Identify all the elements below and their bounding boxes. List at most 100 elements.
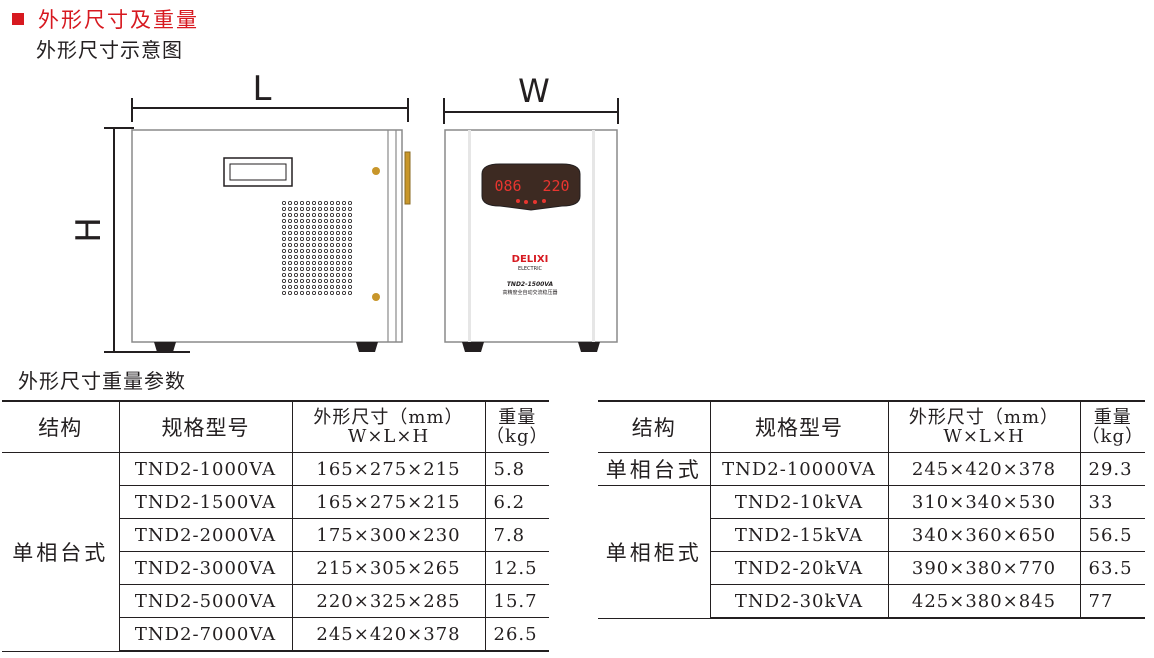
vent-hole [299, 212, 304, 217]
vent-hole [323, 212, 328, 217]
spec-table-left: 结构 规格型号 外形尺寸（mm） W×L×H 重量 （kg） 单相台式 TND2… [2, 400, 549, 652]
diagram-title: 外形尺寸示意图 [36, 38, 183, 62]
vent-hole [287, 260, 292, 265]
header-dimensions: 外形尺寸（mm） W×L×H [291, 400, 486, 453]
vent-hole [311, 230, 316, 235]
dims-cell: 245×420×378 [291, 617, 486, 652]
vent-hole [293, 236, 298, 241]
vent-hole [281, 254, 286, 259]
structure-cell: 单相柜式 [598, 485, 711, 619]
vent-hole [305, 248, 310, 253]
vent-hole [341, 200, 346, 205]
header-weight: 重量 （kg） [484, 400, 549, 453]
vent-hole [311, 224, 316, 229]
vent-hole [335, 218, 340, 223]
header-structure: 结构 [598, 400, 711, 453]
vent-hole [323, 224, 328, 229]
vent-hole [329, 230, 334, 235]
vent-hole [341, 218, 346, 223]
vent-hole [317, 242, 322, 247]
model-cell: TND2-3000VA [119, 551, 293, 585]
vent-hole [311, 236, 316, 241]
vent-hole [311, 284, 316, 289]
vent-hole [347, 272, 352, 277]
vent-hole [281, 290, 286, 295]
vent-hole [311, 200, 316, 205]
weight-cell: 33 [1079, 485, 1145, 519]
vent-hole [299, 230, 304, 235]
vent-hole [323, 260, 328, 265]
vent-hole [299, 236, 304, 241]
vent-hole [293, 224, 298, 229]
vent-hole [299, 290, 304, 295]
vent-hole [305, 290, 310, 295]
vent-hole [287, 266, 292, 271]
header-structure: 结构 [2, 400, 120, 453]
vent-hole [293, 242, 298, 247]
vent-hole [299, 200, 304, 205]
vent-hole [305, 200, 310, 205]
vent-hole [317, 278, 322, 283]
vent-hole [317, 290, 322, 295]
vent-hole [281, 242, 286, 247]
section-title-text: 外形尺寸及重量 [38, 8, 199, 32]
dims-cell: 175×300×230 [291, 518, 486, 552]
indicator-icon [516, 199, 520, 203]
brand-logo: DELIXI [512, 254, 549, 265]
side-view [131, 129, 411, 352]
foot [356, 342, 378, 352]
vent-hole [317, 200, 322, 205]
vent-hole [341, 272, 346, 277]
vent-hole [299, 218, 304, 223]
dims-cell: 165×275×215 [291, 485, 486, 519]
vent-hole [287, 254, 292, 259]
vent-hole [287, 224, 292, 229]
vent-hole [299, 242, 304, 247]
vent-hole [341, 254, 346, 259]
vent-hole [335, 206, 340, 211]
vent-hole [287, 206, 292, 211]
vent-hole [293, 218, 298, 223]
vent-hole [335, 230, 340, 235]
table-row: 单相台式 TND2-10000VA 245×420×378 29.3 [598, 452, 1145, 486]
dims-cell: 220×325×285 [291, 584, 486, 618]
vent-hole [347, 248, 352, 253]
vent-hole [323, 230, 328, 235]
vent-hole [323, 242, 328, 247]
table-header-row: 结构 规格型号 外形尺寸（mm） W×L×H 重量 （kg） [598, 400, 1145, 453]
vent-hole [329, 260, 334, 265]
vent-hole [317, 206, 322, 211]
model-cell: TND2-30kVA [710, 584, 889, 619]
vent-hole [323, 284, 328, 289]
vent-hole [341, 224, 346, 229]
weight-cell: 5.8 [484, 452, 549, 486]
foot [154, 342, 176, 352]
vent-hole [299, 206, 304, 211]
dims-cell: 340×360×650 [887, 518, 1081, 552]
display-left-value: 086 [494, 177, 521, 195]
table-row: 单相台式 TND2-1000VA 165×275×215 5.8 [2, 452, 549, 652]
vent-grille [281, 200, 352, 295]
vent-hole [335, 266, 340, 271]
vent-hole [347, 278, 352, 283]
model-cell: TND2-1500VA [119, 485, 293, 519]
vent-hole [329, 248, 334, 253]
vent-hole [293, 254, 298, 259]
vent-hole [305, 266, 310, 271]
vent-hole [323, 266, 328, 271]
vent-hole [347, 230, 352, 235]
vent-hole [335, 224, 340, 229]
model-cell: TND2-5000VA [119, 584, 293, 618]
vent-hole [347, 224, 352, 229]
vent-hole [281, 266, 286, 271]
vent-hole [317, 230, 322, 235]
vent-hole [329, 218, 334, 223]
vent-hole [323, 200, 328, 205]
vent-hole [317, 236, 322, 241]
vent-hole [293, 212, 298, 217]
vent-hole [329, 206, 334, 211]
vent-hole [293, 260, 298, 265]
weight-cell: 15.7 [484, 584, 549, 618]
vent-hole [329, 284, 334, 289]
weight-cell: 29.3 [1079, 452, 1145, 486]
